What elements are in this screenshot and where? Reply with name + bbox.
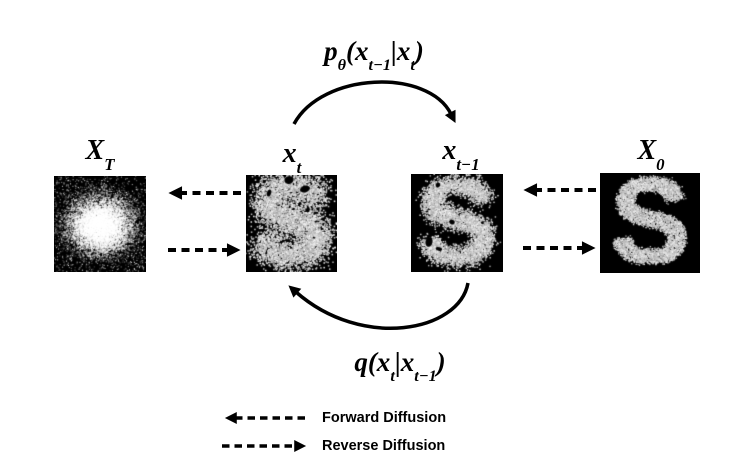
clean-s-canvas [600, 173, 700, 273]
formula-term: (x [367, 347, 391, 377]
medium-noise-s-canvas [411, 174, 503, 272]
forward-process-formula: q(xt|xt−1) [354, 347, 446, 385]
legend-reverse-diffusion-label: Reverse Diffusion [322, 438, 446, 454]
formula-term: ) [414, 36, 424, 66]
noise-image-x-t [246, 175, 337, 272]
clean-image-x-0 [600, 173, 700, 273]
formula-term: ) [436, 347, 446, 377]
formula-subscript: t [410, 56, 415, 75]
noise-image-x-t-minus-1 [411, 174, 503, 272]
gaussian-noise-canvas [54, 176, 146, 272]
forward-process-curved-arrow [288, 282, 470, 331]
formula-term: |x [390, 36, 411, 66]
reverse-process-curved-arrow [292, 80, 456, 125]
label-x-t-minus-1: xt−1 [442, 135, 480, 174]
formula-term: q [354, 347, 368, 377]
formula-term: |x [394, 347, 415, 377]
formula-subscript: θ [337, 56, 347, 75]
formula-subscript: t [390, 367, 395, 386]
reverse-process-formula: pθ(xt−1|xt) [324, 36, 424, 74]
legend-forward-diffusion-label: Forward Diffusion [322, 410, 447, 426]
noise-image-x-T [54, 176, 146, 272]
formula-subscript: t−1 [368, 56, 391, 75]
formula-subscript: t−1 [414, 367, 437, 386]
label-x-t: xt [282, 138, 302, 177]
heavy-noise-s-canvas [246, 175, 337, 272]
label-x-T: XT [85, 135, 115, 174]
formula-term: p [324, 36, 338, 66]
label-x-0: X0 [637, 135, 665, 174]
formula-term: (x [346, 36, 369, 66]
